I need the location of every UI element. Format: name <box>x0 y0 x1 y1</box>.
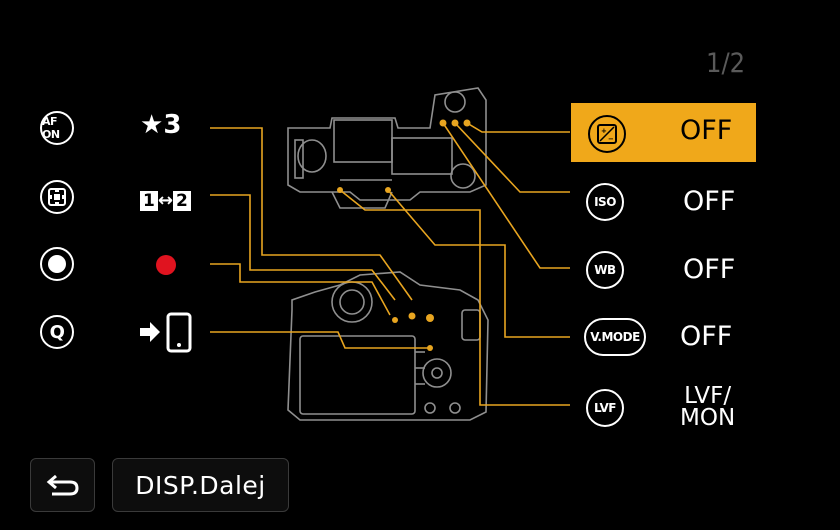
lvf-value[interactable]: LVF/ MON <box>680 383 736 431</box>
joystick-icon <box>40 180 74 214</box>
iso-icon: ISO <box>586 183 624 221</box>
lvf-icon: LVF <box>586 389 624 427</box>
return-icon <box>46 474 79 496</box>
record-button-icon <box>40 247 74 281</box>
phone-transfer-icon <box>138 312 194 358</box>
exposure-comp-icon: +− <box>588 115 626 153</box>
svg-text:−: − <box>608 135 614 143</box>
back-button[interactable] <box>30 458 95 512</box>
star-3-assignment: ★3 <box>140 110 182 140</box>
exposure-comp-value[interactable]: OFF <box>680 115 733 146</box>
wb-value[interactable]: OFF <box>683 254 736 285</box>
q-menu-icon: Q <box>40 315 74 349</box>
page-indicator: 1/2 <box>706 48 746 79</box>
iso-value[interactable]: OFF <box>683 186 736 217</box>
disp-next-button[interactable]: DISP.Dalej <box>112 458 289 512</box>
double-arrow-icon: ↔ <box>157 190 173 211</box>
svg-text:+: + <box>601 127 607 135</box>
red-dot-icon <box>156 255 176 275</box>
af-on-button-icon: AF ON <box>40 111 74 145</box>
wb-icon: WB <box>586 251 624 289</box>
v-mode-icon: V.MODE <box>584 318 646 356</box>
v-mode-value[interactable]: OFF <box>680 321 733 352</box>
slot-switch-assignment: 1↔2 <box>140 183 191 213</box>
star-icon: ★ <box>140 110 164 140</box>
